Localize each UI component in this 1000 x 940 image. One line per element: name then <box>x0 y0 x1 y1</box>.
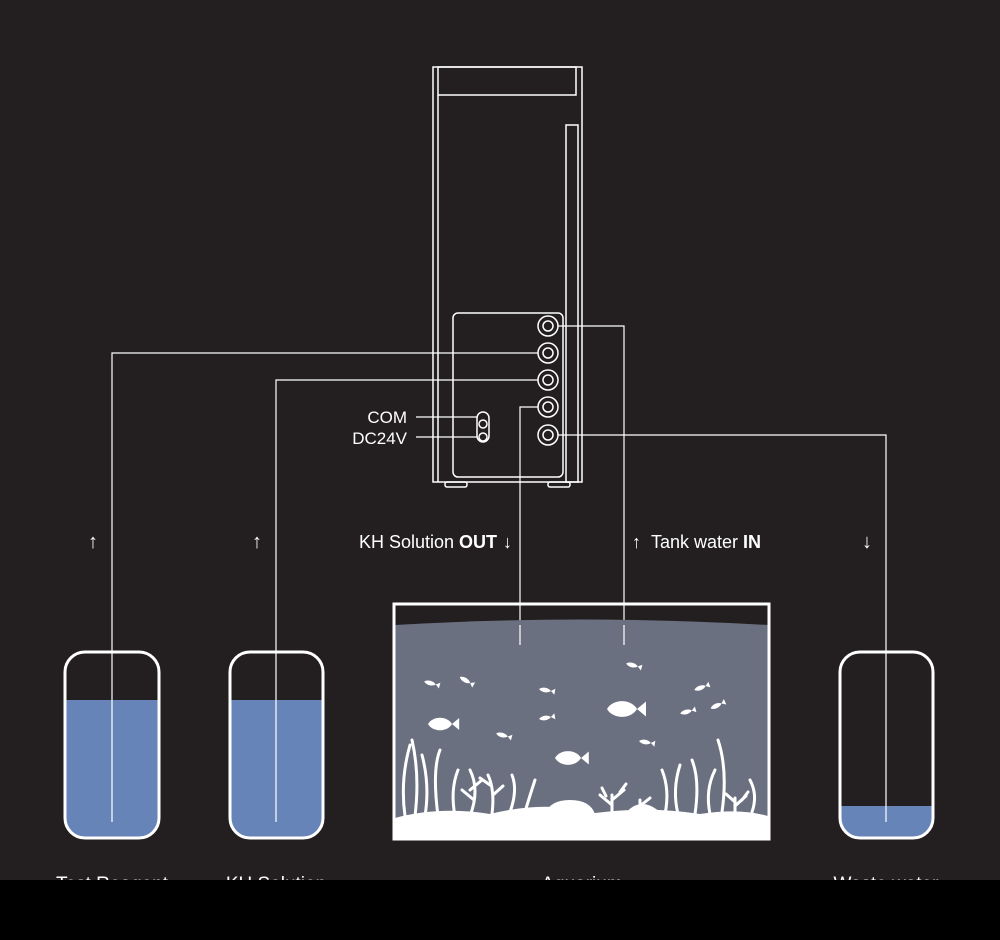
com-port-icon <box>476 411 490 443</box>
port-panel <box>452 312 564 478</box>
dc24v-label: DC24V <box>352 429 407 448</box>
connector-port-icon <box>537 424 559 446</box>
coral-icon <box>401 738 757 818</box>
com-label: COM <box>367 408 407 427</box>
sand-bed <box>395 806 768 838</box>
tube-test-reagent <box>111 352 548 822</box>
tube-waste <box>548 434 887 822</box>
controller-top-cap <box>437 66 577 96</box>
kh-solution-arrow: ↑ <box>252 531 262 553</box>
kh-solution-bottle <box>228 650 325 840</box>
waste-arrow: ↓ <box>862 531 872 553</box>
connector-ports <box>476 315 559 446</box>
tube-kh-solution <box>275 379 548 822</box>
aquarium-frame <box>392 602 771 841</box>
controller-unit <box>432 66 583 488</box>
tank-in-label: ↑Tank water IN <box>632 532 761 552</box>
aquarium <box>392 602 771 841</box>
bottom-band <box>0 880 1000 940</box>
waste-water-bottle <box>838 650 935 840</box>
tubing <box>111 325 887 822</box>
kh-out-label: KH Solution OUT↓ <box>359 532 512 552</box>
test-reagent-arrow: ↑ <box>88 531 98 553</box>
controller-foot-right <box>547 481 571 488</box>
connector-port-icon <box>537 342 559 364</box>
rock-icon <box>545 800 660 814</box>
controller-body <box>432 66 583 483</box>
controller-foot-left <box>444 481 468 488</box>
tube-tank-in <box>548 325 625 645</box>
test-reagent-bottle <box>63 650 161 840</box>
controller-side-panel <box>565 124 579 483</box>
connector-port-icon <box>537 369 559 391</box>
connector-port-icon <box>537 396 559 418</box>
connector-port-icon <box>537 315 559 337</box>
